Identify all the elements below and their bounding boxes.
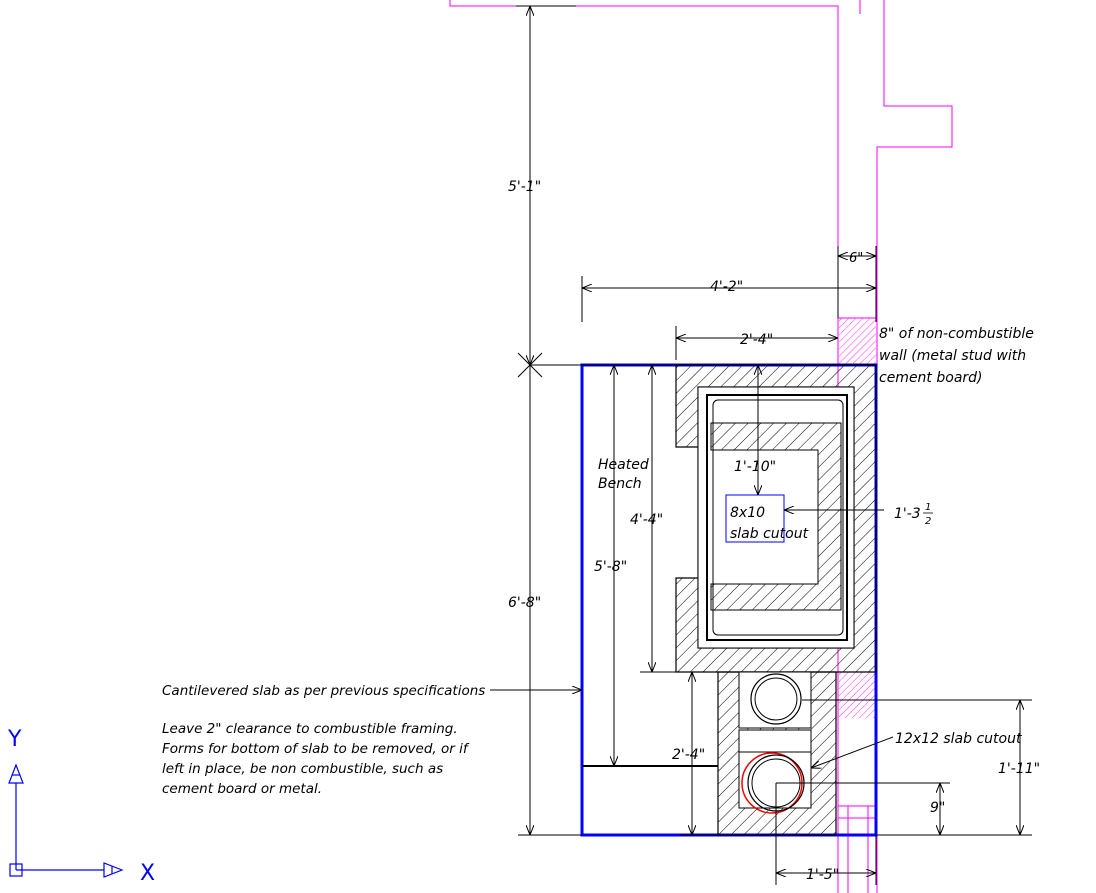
ucs-icon <box>8 763 124 878</box>
dim-right-vertical: 1'-11" <box>998 761 1040 777</box>
heated-bench-label-1: Heated <box>598 457 649 473</box>
dim-lower-height: 2'-4" <box>672 747 705 763</box>
dim-bench-height: 5'-8" <box>594 559 627 575</box>
dim-side-offset: 1'-3 <box>894 506 921 522</box>
ucs-x-label: X <box>140 861 155 886</box>
wall-note-3: cement board) <box>879 370 983 386</box>
dim-side-offset-num: 1 <box>925 502 931 513</box>
clearance-note-4: cement board or metal. <box>162 781 322 797</box>
ucs-y-label: Y <box>7 727 22 752</box>
non-combustible-wall-hatch-lower <box>839 672 876 718</box>
slab-cutout-large-label: 12x12 slab cutout <box>895 731 1022 747</box>
dim-inner-height: 4'-4" <box>630 512 663 528</box>
dim-overall-vertical: 6'-8" <box>508 595 541 611</box>
chimney-block <box>717 671 837 836</box>
clearance-note-1: Leave 2" clearance to combustible framin… <box>162 721 458 737</box>
firebox-masonry <box>675 364 877 673</box>
wall-note-1: 8" of non-combustible <box>879 326 1034 342</box>
dim-inner-firebox: 1'-10" <box>734 459 776 475</box>
slab-cutout-small-label-2: slab cutout <box>730 526 809 542</box>
slab-cutout-small <box>725 494 785 543</box>
dim-wall-gap: 6" <box>849 251 863 266</box>
wall-note-2: wall (metal stud with <box>879 348 1026 364</box>
slab-note: Cantilevered slab as per previous specif… <box>162 683 485 699</box>
dim-overall-width: 4'-2" <box>710 279 743 295</box>
clearance-note-2: Forms for bottom of slab to be removed, … <box>162 741 470 757</box>
dimension-lines <box>490 5 1032 885</box>
dim-small-vertical: 9" <box>930 800 945 816</box>
non-combustible-wall-hatch-upper <box>839 318 876 365</box>
slab-cutout-small-label-1: 8x10 <box>730 505 765 521</box>
dim-firebox-width: 2'-4" <box>740 332 773 348</box>
dim-bottom-horizontal: 1'-5" <box>806 867 839 883</box>
dim-top-vertical: 5'-1" <box>508 179 541 195</box>
dim-side-offset-den: 2 <box>925 516 931 527</box>
heated-bench-label-2: Bench <box>598 476 642 492</box>
clearance-note-3: left in place, be non combustible, such … <box>162 761 443 777</box>
